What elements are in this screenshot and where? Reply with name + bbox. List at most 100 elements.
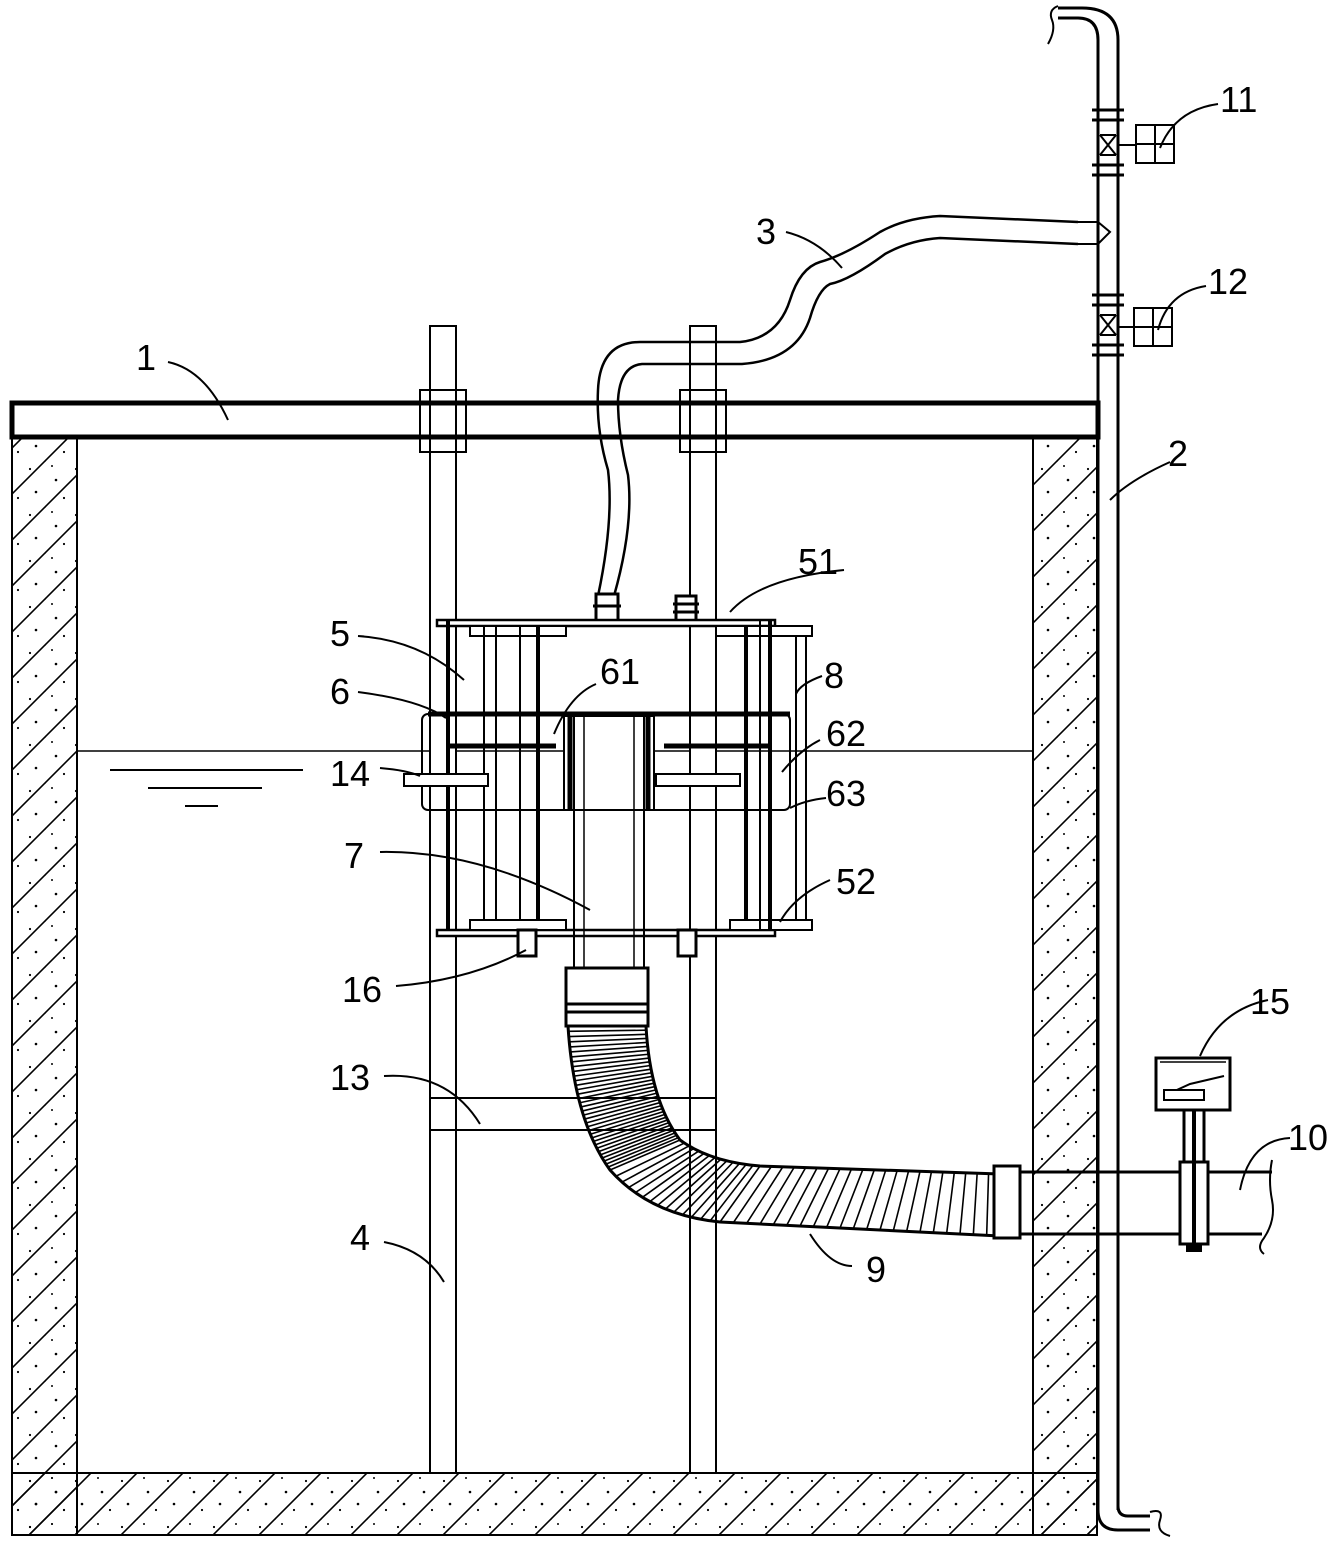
- hose-rib: [972, 1173, 978, 1235]
- hose-rib: [584, 1098, 660, 1120]
- hose-rib: [985, 1173, 990, 1236]
- hose-rib: [598, 1124, 671, 1153]
- water-level: [77, 750, 1033, 807]
- label-12: 12: [1208, 261, 1248, 302]
- hose-rib: [772, 1167, 807, 1226]
- hose-rib: [664, 1158, 722, 1210]
- label-63: 63: [826, 773, 866, 814]
- label-14: 14: [330, 753, 370, 794]
- label-11: 11: [1220, 79, 1257, 120]
- hose-rib: [585, 1101, 661, 1124]
- label-3: 3: [756, 211, 776, 252]
- cross-brace: [429, 1097, 717, 1131]
- hose-rib: [580, 1089, 657, 1108]
- hose-rib: [656, 1156, 716, 1207]
- hose-rib: [573, 1064, 651, 1077]
- well-floor: [11, 1472, 1098, 1536]
- hose-rib: [591, 1113, 666, 1139]
- hose-rib: [572, 1061, 650, 1073]
- hose-rib: [569, 1037, 647, 1043]
- hose-rib: [673, 1160, 728, 1213]
- guide-rod-right: [689, 325, 717, 1474]
- hose-rib: [581, 1092, 658, 1112]
- corrugated-hose: [566, 1025, 1001, 1238]
- hose-rib: [575, 1071, 652, 1087]
- hose-rib: [709, 1164, 754, 1222]
- hose-rib: [745, 1166, 784, 1224]
- label-51: 51: [798, 541, 838, 582]
- hose-rib: [607, 1136, 679, 1168]
- hose-rib: [601, 1129, 674, 1159]
- rod-collar-right: [679, 389, 727, 453]
- hose-rib: [568, 1029, 647, 1033]
- callout-labels: 1 2 3 4 5 6 7 8 9 10 11 12 13 14 15 16 5…: [136, 79, 1328, 1290]
- outlet-pipe: [992, 1056, 1274, 1255]
- hose-rib: [569, 1041, 648, 1048]
- hose-rib: [865, 1169, 887, 1230]
- hose-rib: [615, 1142, 685, 1177]
- hose-rib: [681, 1161, 734, 1216]
- hose-rib: [719, 1165, 761, 1223]
- hose-rib: [570, 1049, 649, 1058]
- hose-rib: [621, 1145, 690, 1183]
- inner-cavity: [76, 436, 1034, 1474]
- right-wall: [1032, 436, 1098, 1536]
- label-13: 13: [330, 1057, 370, 1098]
- hose-rib: [628, 1147, 695, 1189]
- label-9: 9: [866, 1249, 886, 1290]
- guide-rods: [419, 325, 727, 1474]
- hose-rib: [590, 1110, 664, 1135]
- hose-rib: [578, 1082, 655, 1100]
- label-2: 2: [1168, 433, 1188, 474]
- hose-rib: [577, 1078, 654, 1095]
- label-6: 6: [330, 671, 350, 712]
- hose-rib: [825, 1168, 853, 1228]
- label-16: 16: [342, 969, 382, 1010]
- hose-rib: [609, 1139, 681, 1171]
- hose-rib: [759, 1166, 795, 1225]
- well-structure: [9, 400, 1101, 1536]
- rod-collar-left: [419, 389, 467, 453]
- hose-rib: [568, 1033, 647, 1038]
- hose-rib: [587, 1104, 662, 1128]
- hose-rib: [596, 1121, 670, 1149]
- hose-rib: [593, 1116, 667, 1143]
- label-15: 15: [1250, 981, 1290, 1022]
- hose-rib: [690, 1162, 741, 1218]
- hose-rib: [605, 1134, 677, 1165]
- hose-corrugations: [568, 1029, 990, 1236]
- air-hose: [593, 214, 1079, 624]
- hose-rib: [892, 1170, 910, 1231]
- guide-rod-left: [429, 325, 457, 1474]
- vertical-pipe: [1047, 5, 1175, 1537]
- hose-rib: [634, 1150, 700, 1194]
- label-8: 8: [824, 655, 844, 696]
- hose-rib: [576, 1075, 653, 1091]
- label-10: 10: [1288, 1117, 1328, 1158]
- hose-rib: [641, 1152, 705, 1198]
- leader-lines: [167, 103, 1291, 1283]
- hose-rib: [572, 1057, 650, 1068]
- label-1: 1: [136, 337, 156, 378]
- hose-rib: [574, 1068, 652, 1082]
- label-61: 61: [600, 651, 640, 692]
- hose-rib: [579, 1085, 656, 1104]
- cover-plate: [9, 400, 1101, 440]
- hose-rib: [932, 1171, 944, 1233]
- hose-rib: [945, 1172, 956, 1234]
- hose-rib: [785, 1167, 818, 1226]
- hose-rib: [594, 1119, 668, 1146]
- label-5: 5: [330, 613, 350, 654]
- hose-rib: [879, 1170, 898, 1231]
- hose-rib: [839, 1169, 864, 1229]
- label-7: 7: [344, 835, 364, 876]
- hose-rib: [600, 1127, 673, 1156]
- hose-rib: [699, 1163, 747, 1220]
- hose-rib: [732, 1165, 773, 1224]
- hose-rib: [852, 1169, 876, 1229]
- hose-rib: [603, 1132, 676, 1162]
- hose-rib: [649, 1154, 710, 1203]
- hose-rib: [583, 1095, 659, 1116]
- label-4: 4: [350, 1217, 370, 1258]
